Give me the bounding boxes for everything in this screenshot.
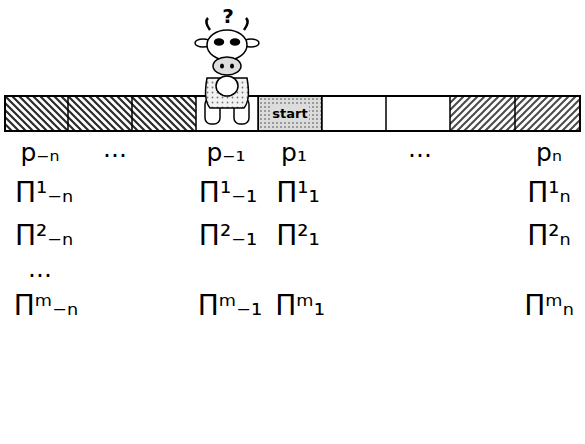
symbol-label: Π²₁ [276,219,320,252]
symbol-label: Π¹₋₁ [199,176,257,209]
symbol-label: Π²₋₁ [199,219,257,252]
symbol-label: Πᵐ₋₁ [198,289,263,322]
symbol-label: ... [103,134,127,163]
symbol-label: ... [28,254,52,283]
symbol-label: ... [408,134,432,163]
cell-strip [5,96,580,131]
symbol-label: Π¹₋ₙ [15,176,73,209]
symbol-label: Πᵐ₁ [275,289,325,322]
hatched-cell [515,96,580,131]
symbol-label: pₙ [536,138,562,167]
empty-cell [322,96,386,131]
cow-figure [195,18,259,124]
hatched-cell [5,96,68,131]
symbol-label: p₁ [281,138,307,167]
symbol-label: Π²₋ₙ [15,219,73,252]
symbol-label: p₋ₙ [20,138,59,167]
start-cell: start [258,96,322,131]
symbol-label: Πᵐ₋ₙ [14,289,78,322]
symbol-label: Π¹ₙ [527,176,570,209]
question-mark: ? [222,4,234,28]
strip-border [5,96,580,131]
symbol-label: Πᵐₙ [524,289,574,322]
cell-dividers [68,96,515,131]
empty-cell [386,96,450,131]
symbol-label: p₋₁ [206,138,245,167]
symbol-label: Π²ₙ [527,219,570,252]
hatched-cell [450,96,515,131]
cell-label: start [271,106,308,121]
hatched-cell [68,96,132,131]
hatched-cell [132,96,196,131]
symbol-label: Π¹₁ [276,176,320,209]
